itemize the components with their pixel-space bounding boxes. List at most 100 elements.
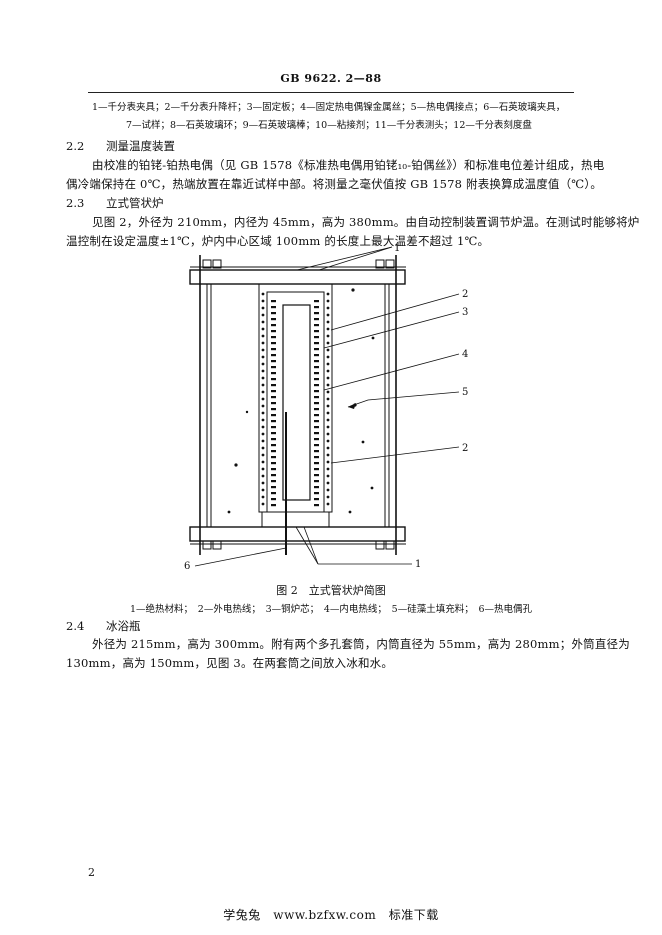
top-plate <box>189 269 406 285</box>
leader-1-a <box>296 246 393 271</box>
callout-5: 5 <box>462 387 468 398</box>
outer-heater-dot-right <box>326 292 330 296</box>
core-hatch-left <box>271 366 276 369</box>
outer-heater-dot-left <box>261 439 265 443</box>
inner-tube-outer-wall <box>258 283 333 513</box>
page-number: 2 <box>88 866 95 879</box>
section-2-3-title: 立式管状炉 <box>106 196 164 210</box>
core-hatch-left <box>271 324 276 327</box>
core-hatch-marks <box>271 300 319 507</box>
section-2-2-number: 2.2 <box>66 139 85 153</box>
leader-1-bottom-b <box>303 526 319 565</box>
outer-heater-dot-left <box>261 299 265 303</box>
leader-5-arrowhead <box>348 403 356 409</box>
section-2-2-para-line-1: 由校准的铂铑-铂热电偶（见 GB 1578《标准热电偶用铂铑₁₀-铂偶丝》）和标… <box>92 158 605 172</box>
core-hatch-right <box>314 420 319 423</box>
core-hatch-right <box>314 486 319 489</box>
section-2-2-title: 测量温度装置 <box>106 139 175 153</box>
core-hatch-left <box>271 342 276 345</box>
core-hatch-left <box>271 300 276 303</box>
outer-heater-dot-left <box>261 425 265 429</box>
core-hatch-left <box>271 360 276 363</box>
figure-legend: 1—绝热材料； 2—外电热线； 3—铜炉芯； 4—内电热线； 5—硅藻土填充料；… <box>129 604 533 615</box>
top-nut-right-2 <box>385 259 395 269</box>
outer-heater-dot-right <box>326 446 330 450</box>
outer-heater-dot-left <box>261 495 265 499</box>
core-hatch-right <box>314 474 319 477</box>
core-hatch-left <box>271 450 276 453</box>
outer-heater-dot-right <box>326 467 330 471</box>
core-hatch-right <box>314 330 319 333</box>
core-hatch-right <box>314 468 319 471</box>
section-2-4-para-line-2: 130mm，高为 150mm，见图 3。在两套筒之间放入冰和水。 <box>66 656 394 670</box>
outer-heater-dot-right <box>326 404 330 408</box>
outer-heater-dot-right <box>326 432 330 436</box>
core-hatch-right <box>314 348 319 351</box>
core-hatch-right <box>314 300 319 303</box>
core-hatch-left <box>271 456 276 459</box>
outer-heater-dot-right <box>326 369 330 373</box>
outer-heater-dot-left <box>261 292 265 296</box>
core-hatch-right <box>314 372 319 375</box>
footer-watermark[interactable]: 学兔兔 www.bzfxw.com 标准下载 <box>223 908 439 922</box>
callout-1-bottom: 1 <box>415 559 421 570</box>
core-hatch-left <box>271 396 276 399</box>
callout-2-top: 2 <box>462 289 468 300</box>
legend-top-line-1: 1—千分表夹具；2—千分表升降杆；3—固定板；4—固定热电偶镍金属丝；5—热电偶… <box>92 102 566 113</box>
callout-6: 6 <box>184 561 190 572</box>
core-hatch-left <box>271 468 276 471</box>
bottom-nut-left-1 <box>202 540 212 550</box>
figure-caption: 图 2 立式管状炉简图 <box>276 584 386 597</box>
furnace-diagram: 1 2 3 4 5 2 1 6 <box>184 243 468 572</box>
core-hatch-right <box>314 450 319 453</box>
core-hatch-left <box>271 426 276 429</box>
outer-heater-dot-left <box>261 327 265 331</box>
core-hatch-right <box>314 462 319 465</box>
leader-2-bottom <box>330 446 460 464</box>
section-2-2-heading: 2.2 测量温度装置 <box>66 138 175 154</box>
core-hatch-left <box>271 420 276 423</box>
outer-heater-dot-right <box>326 313 330 317</box>
core-hatch-left <box>271 336 276 339</box>
outer-heater-dot-left <box>261 348 265 352</box>
outer-heater-dot-right <box>326 355 330 359</box>
leader-3 <box>323 311 460 349</box>
core-hatch-right <box>314 414 319 417</box>
core-hatch-right <box>314 504 319 507</box>
core-hatch-left <box>271 402 276 405</box>
core-hatch-left <box>271 438 276 441</box>
core-hatch-right <box>314 354 319 357</box>
outer-heater-dot-left <box>261 453 265 457</box>
core-hatch-left <box>271 432 276 435</box>
outer-heater-dot-right <box>326 390 330 394</box>
outer-heater-dot-left <box>261 341 265 345</box>
outer-heater-dot-right <box>326 502 330 506</box>
core-hatch-left <box>271 492 276 495</box>
outer-heater-dot-right <box>326 397 330 401</box>
leader-1-b <box>318 246 393 271</box>
outer-heater-dot-left <box>261 383 265 387</box>
core-hatch-right <box>314 342 319 345</box>
core-hatch-left <box>271 372 276 375</box>
furnace-bore <box>282 304 311 501</box>
section-2-4-title: 冰浴瓶 <box>106 619 141 633</box>
outer-heater-dot-right <box>326 362 330 366</box>
core-hatch-left <box>271 348 276 351</box>
outer-heater-dot-right <box>326 334 330 338</box>
outer-heater-dot-right <box>326 327 330 331</box>
core-hatch-left <box>271 480 276 483</box>
core-hatch-left <box>271 378 276 381</box>
core-hatch-right <box>314 396 319 399</box>
outer-heater-dot-right <box>326 411 330 415</box>
core-hatch-right <box>314 432 319 435</box>
outer-heater-dot-right <box>326 425 330 429</box>
outer-heater-dot-left <box>261 418 265 422</box>
core-hatch-right <box>314 324 319 327</box>
outer-heater-dot-right <box>326 488 330 492</box>
core-hatch-right <box>314 456 319 459</box>
outer-heater-dot-left <box>261 502 265 506</box>
outer-heater-dot-left <box>261 362 265 366</box>
core-hatch-right <box>314 402 319 405</box>
callout-2-bottom: 2 <box>462 443 468 454</box>
